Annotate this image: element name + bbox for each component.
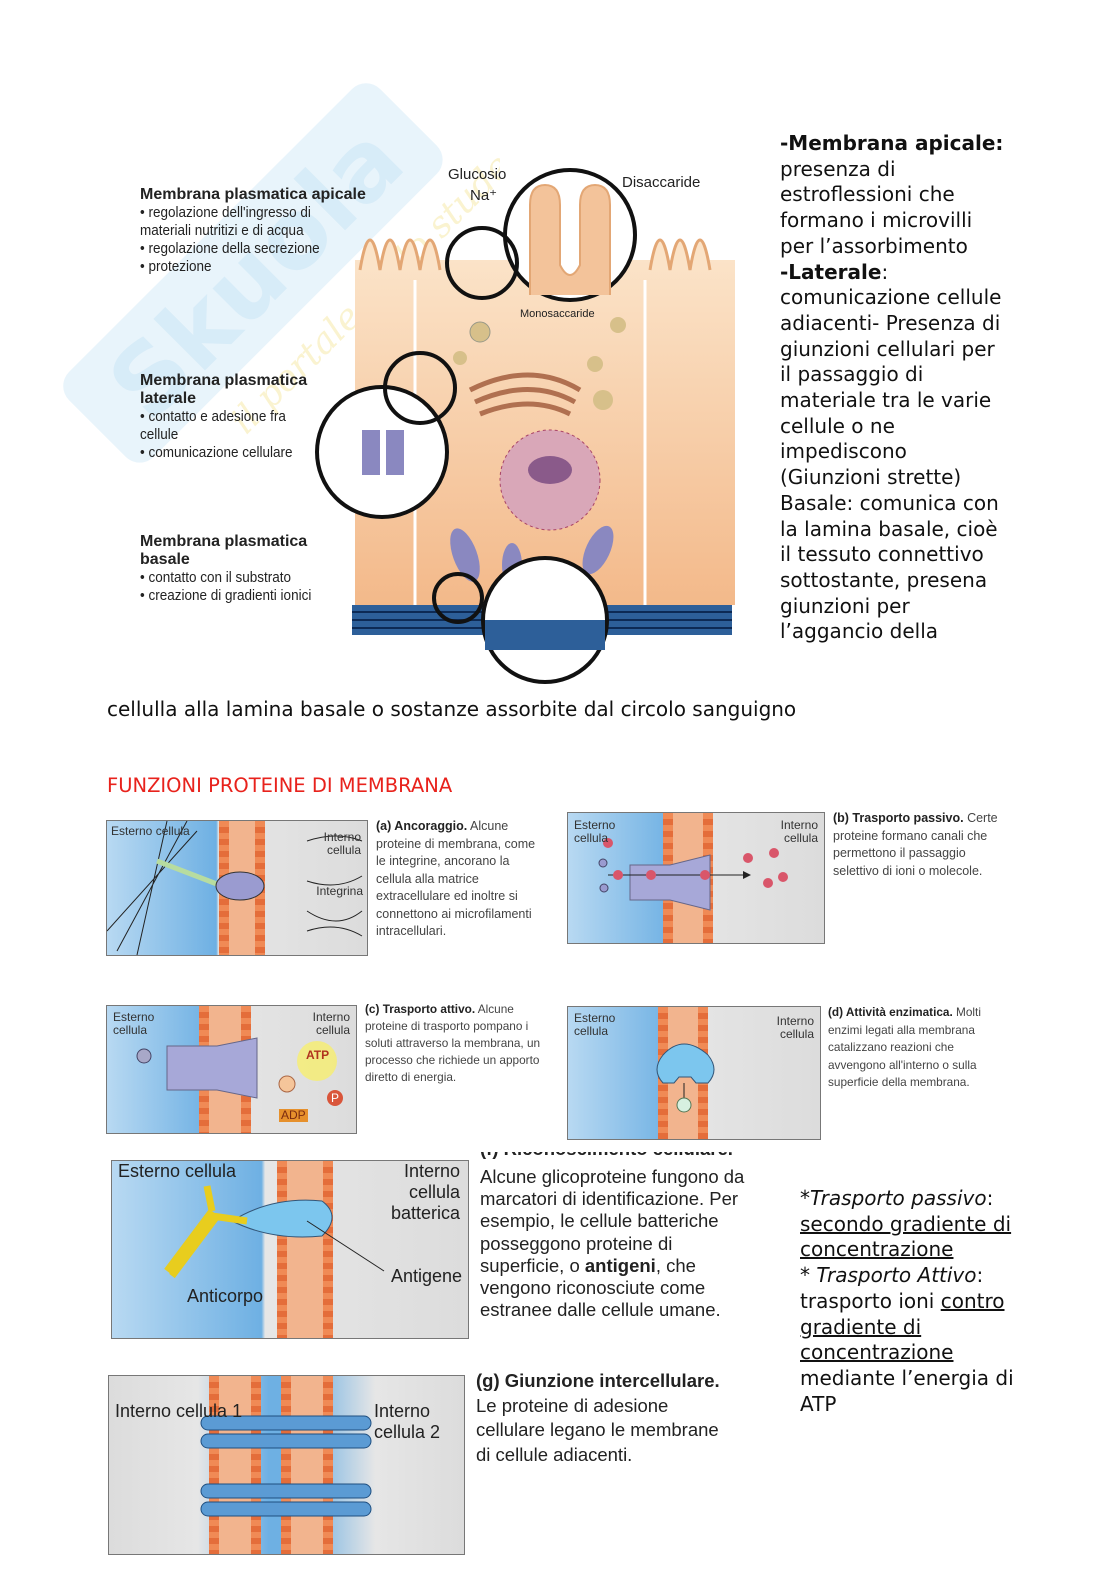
cell2-label: Interno cellula 2 bbox=[374, 1401, 441, 1442]
side-description: -Membrana apicale: presenza di estrofles… bbox=[780, 131, 1010, 645]
zoom-circles bbox=[315, 168, 637, 684]
monosaccaride-label: Monosaccaride bbox=[520, 308, 595, 320]
apicale-heading: -Membrana apicale: bbox=[780, 131, 1004, 155]
na-label: Na⁺ bbox=[470, 187, 498, 204]
basal-item: • creazione di gradienti ionici bbox=[140, 587, 312, 604]
inside-label: Interno cellula bbox=[323, 830, 361, 857]
panel-active-transport: Esterno cellula Interno cellula ATP ADP … bbox=[106, 1005, 357, 1134]
epithelial-cell-diagram bbox=[315, 168, 735, 684]
panel-passive-transport: Esterno cellula Interno cellula bbox=[567, 812, 825, 944]
lateral-label: Membrana plasmatica laterale • contatto … bbox=[140, 372, 320, 462]
active-text-end: mediante l’energia di ATP bbox=[800, 1365, 1014, 1416]
panel-f-title-clipped: (f) Riconoscimento cellulare. bbox=[480, 1152, 740, 1164]
inside-label: Interno cellula bbox=[780, 818, 818, 845]
transport-notes: *Trasporto passivo: secondo gradiente di… bbox=[800, 1186, 1014, 1416]
apicale-text: presenza di estroflessioni che formano i… bbox=[780, 156, 973, 258]
outside-label: Esterno cellula bbox=[574, 1011, 616, 1038]
panel-cell-recognition: Esterno cellula Interno cellula batteric… bbox=[111, 1160, 469, 1339]
passive-text: secondo gradiente di concentrazione bbox=[800, 1211, 1012, 1262]
inside-label: Interno cellula bbox=[776, 1014, 814, 1041]
active-underlined: contro gradiente di concentrazione bbox=[800, 1288, 1005, 1365]
lateral-title: Membrana plasmatica laterale bbox=[140, 372, 308, 407]
integrin-label: Integrina bbox=[316, 884, 363, 898]
apical-item: • regolazione dell'ingresso di materiali… bbox=[140, 204, 311, 239]
panel-b-caption: (b) Trasporto passivo. Certe proteine fo… bbox=[833, 811, 998, 878]
organelles bbox=[450, 317, 626, 587]
atp-label: ATP bbox=[306, 1048, 330, 1062]
passive-title: Trasporto passivo bbox=[810, 1186, 987, 1210]
basal-label: Membrana plasmatica basale • contatto co… bbox=[140, 533, 340, 605]
pump-illustration bbox=[136, 1037, 343, 1106]
apical-item: • regolazione della secrezione bbox=[140, 240, 320, 257]
active-text: trasporto ioni bbox=[800, 1288, 941, 1313]
panel-c-caption: (c) Trasporto attivo. Alcune proteine di… bbox=[365, 1002, 541, 1084]
glucosio-label: Glucosio bbox=[448, 166, 507, 183]
panel-g-caption: (g) Giunzione intercellulare. Le protein… bbox=[476, 1370, 720, 1465]
junction-proteins-illustration bbox=[200, 1415, 372, 1517]
outside-label: Esterno cellula bbox=[111, 824, 190, 838]
section-heading: FUNZIONI PROTEINE DI MEMBRANA bbox=[107, 774, 453, 797]
channel-illustration bbox=[598, 838, 788, 911]
apical-label: Membrana plasmatica apicale • regolazion… bbox=[140, 186, 370, 276]
phosphate-label: P bbox=[331, 1091, 340, 1105]
panel-enzymatic-activity: Esterno cellula Interno cellula bbox=[567, 1006, 821, 1140]
panel-anchoring: Esterno cellula Interno cellula Integrin… bbox=[106, 820, 368, 956]
lateral-item: • contatto e adesione fra cellule bbox=[140, 408, 286, 443]
panel-f-caption: Alcune glicoproteine fungono da marcator… bbox=[480, 1166, 745, 1321]
antigen-label: Antigene bbox=[390, 1266, 462, 1286]
laterale-text: : comunicazione cellule adiacenti- Prese… bbox=[780, 259, 1002, 644]
lateral-item: • comunicazione cellulare bbox=[140, 444, 293, 461]
apical-title: Membrana plasmatica apicale bbox=[140, 186, 366, 203]
antibody-label: Anticorpo bbox=[187, 1286, 264, 1306]
panel-intercellular-junction: Interno cellula 1 Interno cellula 2 bbox=[108, 1375, 465, 1555]
antibody-antigen-illustration bbox=[164, 1185, 385, 1279]
panel-d-caption: (d) Attività enzimatica. Molti enzimi le… bbox=[828, 1005, 981, 1089]
apical-item: • protezione bbox=[140, 258, 212, 275]
disaccaride-label: Disaccaride bbox=[622, 174, 701, 191]
outside-label: Esterno cellula bbox=[118, 1161, 237, 1181]
inside-label: Interno cellula bbox=[312, 1010, 350, 1037]
laterale-heading: -Laterale bbox=[780, 259, 882, 284]
panel-a-caption: (a) Ancoraggio. Alcune proteine di membr… bbox=[376, 819, 536, 938]
basal-item: • contatto con il substrato bbox=[140, 569, 292, 586]
active-title: Trasporto Attivo bbox=[816, 1263, 977, 1288]
side-description-continuation: cellulla alla lamina basale o sostanze a… bbox=[107, 697, 797, 721]
adp-label: ADP bbox=[279, 1108, 308, 1122]
inside-label: Interno cellula batterica bbox=[390, 1161, 460, 1223]
outside-label: Esterno cellula bbox=[574, 818, 616, 845]
basal-title: Membrana plasmatica basale bbox=[140, 533, 308, 568]
integrin-illustration bbox=[107, 821, 363, 955]
enzyme-illustration bbox=[656, 1043, 715, 1113]
cell1-label: Interno cellula 1 bbox=[115, 1401, 243, 1421]
outside-label: Esterno cellula bbox=[113, 1010, 155, 1037]
